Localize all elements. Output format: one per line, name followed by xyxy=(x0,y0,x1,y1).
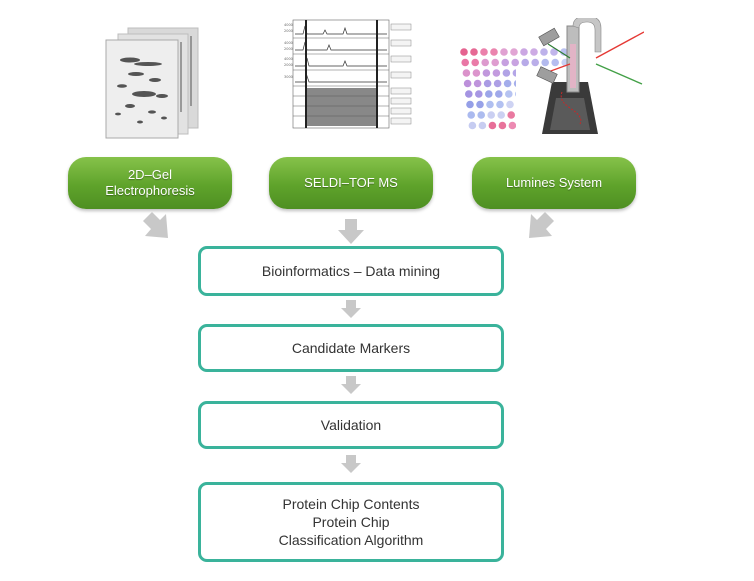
svg-text:4000: 4000 xyxy=(284,23,293,27)
plate-well xyxy=(461,58,469,67)
arrow-down-icon xyxy=(341,376,361,394)
plate-well xyxy=(507,111,515,119)
plate-well xyxy=(505,90,513,98)
plate-well xyxy=(476,100,484,109)
plate-well xyxy=(508,121,517,130)
plate-well xyxy=(541,58,549,67)
plate-well xyxy=(490,48,498,56)
method-label: Lumines System xyxy=(505,175,603,190)
plate-well xyxy=(500,48,508,56)
step-label: Bioinformatics – Data mining xyxy=(261,263,441,279)
plate-well xyxy=(467,111,475,119)
plate-well xyxy=(472,69,481,77)
gel-image xyxy=(105,27,199,139)
method-lumines[interactable]: Lumines System xyxy=(472,157,636,209)
method-2d-gel[interactable]: 2D–Gel Electrophoresis xyxy=(68,157,232,209)
plate-well xyxy=(487,111,495,119)
plate-well xyxy=(473,79,482,88)
plate-well xyxy=(460,48,468,56)
svg-text:4000: 4000 xyxy=(284,57,293,61)
svg-text:2000: 2000 xyxy=(284,47,293,51)
plate-well xyxy=(463,79,472,88)
plate-well xyxy=(497,111,505,119)
plate-well xyxy=(520,48,528,56)
plate-well xyxy=(471,58,479,67)
plate-well xyxy=(496,100,504,109)
arrow-down-icon xyxy=(341,455,361,473)
plate-well xyxy=(560,48,568,56)
plate-well xyxy=(503,79,512,88)
plate-well xyxy=(502,69,511,77)
plate-well xyxy=(477,111,485,119)
plate-well xyxy=(486,100,494,109)
plate-well xyxy=(481,58,489,67)
plate-well xyxy=(521,58,529,67)
arrow-down-left-icon xyxy=(529,212,554,238)
svg-text:2000: 2000 xyxy=(284,63,293,67)
plate-well xyxy=(483,79,492,88)
plate-well xyxy=(498,121,507,130)
method-label: 2D–Gel Electrophoresis xyxy=(105,167,195,198)
method-seldi-tof[interactable]: SELDI–TOF MS xyxy=(269,157,433,209)
plate-well xyxy=(465,90,473,98)
plate-well xyxy=(493,79,502,88)
step-bioinformatics[interactable]: Bioinformatics – Data mining xyxy=(198,246,504,296)
mass-spectra-image: 4000 2000 4000 2000 4000 2000 3000 xyxy=(284,19,412,129)
plate-well xyxy=(511,58,519,67)
step-label: Candidate Markers xyxy=(291,340,411,356)
plate-well xyxy=(491,58,499,67)
plate-well xyxy=(551,58,559,67)
luminex-plate-image xyxy=(460,18,644,134)
plate-well xyxy=(492,69,501,77)
method-label: SELDI–TOF MS xyxy=(304,175,398,190)
plate-well xyxy=(468,121,477,130)
plate-well xyxy=(480,48,488,56)
plate-well xyxy=(530,48,538,56)
plate-well xyxy=(475,90,483,98)
plate-well xyxy=(501,58,509,67)
arrow-down-icon xyxy=(338,219,364,244)
step-label: Validation xyxy=(320,417,382,433)
plate-well xyxy=(550,48,558,56)
step-candidate-markers[interactable]: Candidate Markers xyxy=(198,324,504,372)
plate-well xyxy=(466,100,474,109)
plate-well xyxy=(488,121,497,130)
plate-well xyxy=(531,58,539,67)
step-validation[interactable]: Validation xyxy=(198,401,504,449)
plate-well xyxy=(495,90,503,98)
arrow-down-icon xyxy=(341,300,361,318)
plate-well xyxy=(485,90,493,98)
arrow-down-right-icon xyxy=(143,212,168,238)
plate-well xyxy=(462,69,471,77)
plate-well xyxy=(506,100,514,109)
svg-text:4000: 4000 xyxy=(284,41,293,45)
plate-well xyxy=(510,48,518,56)
plate-well xyxy=(478,121,487,130)
plate-well xyxy=(540,48,548,56)
step-label: Protein Chip Contents Protein Chip Class… xyxy=(278,496,424,548)
svg-text:2000: 2000 xyxy=(284,29,293,33)
plate-well xyxy=(470,48,478,56)
svg-text:3000: 3000 xyxy=(284,75,293,79)
step-protein-chip[interactable]: Protein Chip Contents Protein Chip Class… xyxy=(198,482,504,562)
plate-well xyxy=(482,69,491,77)
